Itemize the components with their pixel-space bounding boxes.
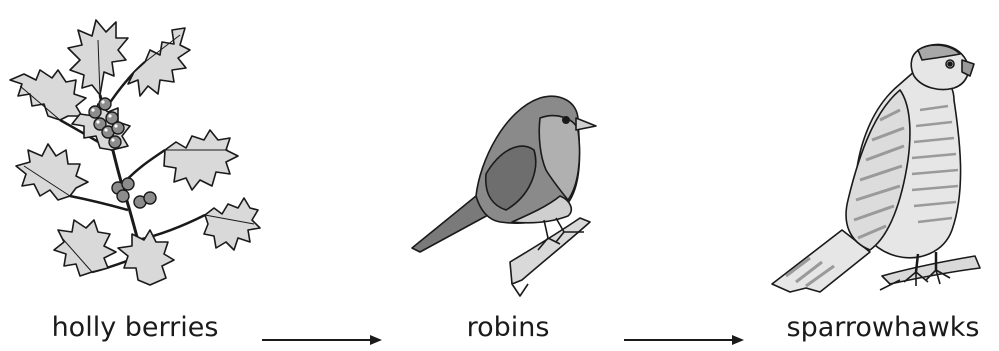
holly-berries-label: holly berries bbox=[51, 312, 219, 343]
robin-icon bbox=[411, 95, 597, 297]
sparrowhawks-label: sparrowhawks bbox=[786, 312, 980, 343]
holly-branch-icon bbox=[9, 19, 261, 286]
robins-label: robins bbox=[466, 312, 550, 343]
sparrowhawk-icon bbox=[771, 43, 981, 293]
